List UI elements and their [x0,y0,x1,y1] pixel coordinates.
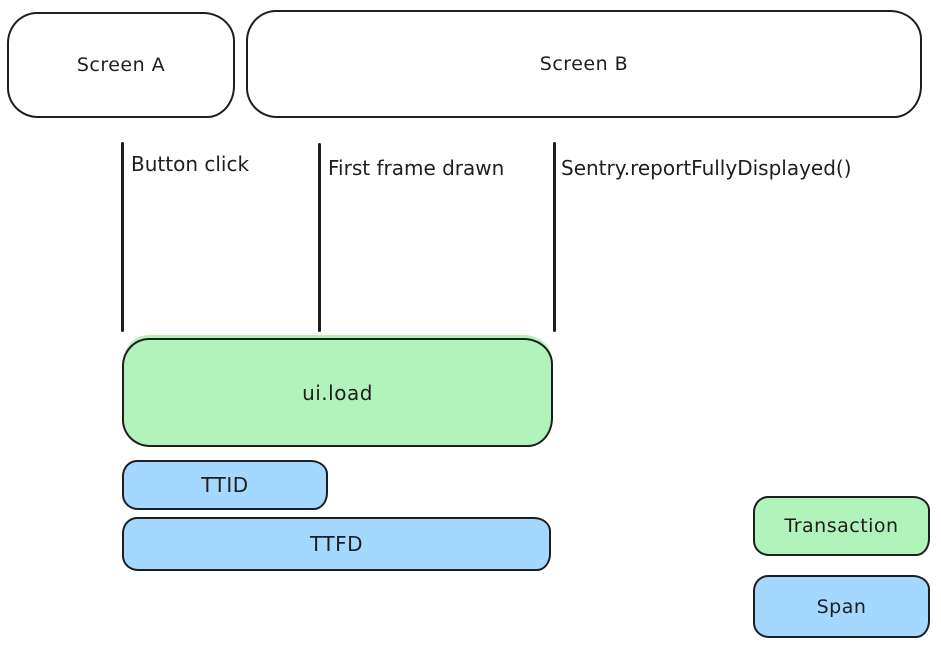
legend-transaction-box: Transaction [753,496,930,556]
ui-load-label: ui.load [302,380,373,405]
first-frame-drawn-line [318,143,321,332]
legend-span-box: Span [753,575,930,638]
ttfd-span-bar: TTFD [122,517,551,571]
screen-b-label: Screen B [539,53,629,75]
button-click-label: Button click [131,152,250,176]
ttid-label: TTID [201,473,249,497]
ttid-span-bar: TTID [122,460,328,510]
screen-a-box: Screen A [7,12,235,118]
screen-a-label: Screen A [76,54,166,76]
first-frame-drawn-label: First frame drawn [328,156,505,180]
report-fully-displayed-line [553,142,556,332]
legend-span-label: Span [816,595,867,618]
ui-load-transaction-bar: ui.load [122,338,553,447]
button-click-line [121,142,124,332]
screen-b-box: Screen B [246,10,922,118]
legend-transaction-label: Transaction [784,515,899,537]
report-fully-displayed-label: Sentry.reportFullyDisplayed() [561,156,852,180]
ttfd-label: TTFD [310,532,363,556]
